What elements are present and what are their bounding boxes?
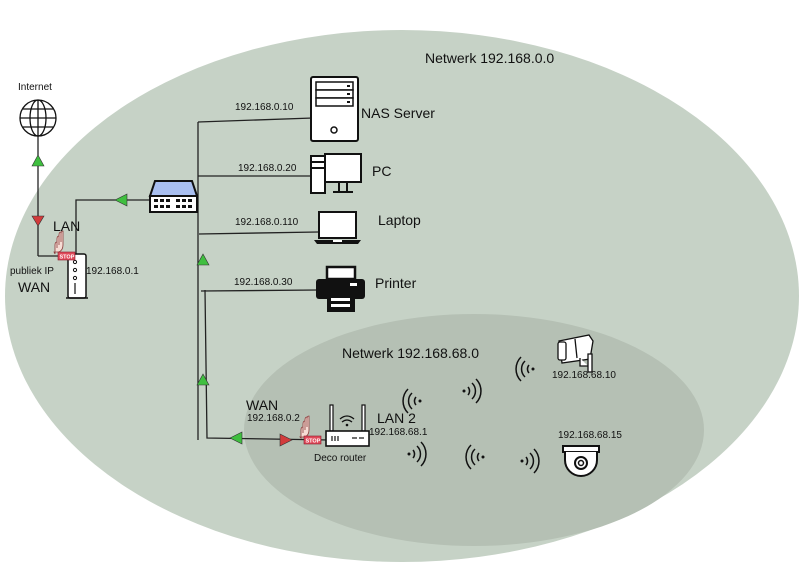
firewall-stop-icon: STOP [53,230,76,261]
modem-wan-label: WAN [18,279,50,295]
deco-router[interactable]: STOP Deco router WAN 192.168.0.2 LAN 2 1… [246,397,428,464]
bullet-camera-icon [557,334,594,373]
device-ip: 192.168.0.10 [235,102,294,113]
deco-lan-ip: 192.168.68.1 [369,427,428,438]
device-name: Printer [375,275,417,291]
device-ip: 192.168.0.30 [234,277,293,288]
network-main-label: Netwerk 192.168.0.0 [425,50,554,66]
wifi-signal-icon [462,378,482,404]
device-laptop[interactable]: Laptop 192.168.0.110 [235,211,421,244]
wifi-signal-icon [520,448,540,474]
firewall-stop-icon: STOP [299,415,322,445]
internet-label: Internet [18,82,52,93]
internet-globe-icon[interactable] [19,99,57,137]
device-ip: 192.168.0.20 [238,163,297,174]
camera-dome[interactable]: 192.168.68.15 [558,430,622,477]
camera-bullet[interactable]: 192.168.68.10 [552,334,616,381]
device-name: PC [372,163,391,179]
device-pc[interactable]: PC 192.168.0.20 [238,153,391,194]
dome-camera-icon [562,445,600,477]
arrow-left-icon [229,431,243,445]
svg-text:STOP: STOP [306,439,321,445]
deco-wan-ip: 192.168.0.2 [247,413,300,424]
arrow-right-icon [279,433,293,447]
wifi-signals [402,356,540,474]
desktop-icon [310,153,362,194]
server-icon [310,76,359,142]
deco-wan-label: WAN [246,397,278,413]
wifi-signal-icon [407,441,427,467]
arrow-left-icon [114,193,128,207]
device-printer[interactable]: Printer 192.168.0.30 [234,265,417,312]
modem-ip: 192.168.0.1 [86,266,139,277]
arrow-up-icon [196,373,210,386]
modem-public-ip-label: publiek IP [10,266,54,277]
wifi-signal-icon [402,388,422,414]
arrow-up-icon [196,253,210,266]
router-icon [325,404,370,447]
arrow-up-icon [31,154,45,167]
svg-text:STOP: STOP [60,255,75,261]
camera-ip: 192.168.68.10 [552,370,616,381]
switch-icon[interactable] [148,180,199,213]
device-name: Laptop [378,212,421,228]
wifi-signal-icon [465,444,485,470]
device-nas[interactable]: NAS Server 192.168.0.10 [235,76,435,142]
device-ip: 192.168.0.110 [235,217,299,228]
camera-ip: 192.168.68.15 [558,430,622,441]
arrow-down-icon [31,215,45,227]
modem-lan-label: LAN [53,218,80,234]
modem-icon[interactable] [66,253,88,299]
deco-name: Deco router [314,453,367,464]
printer-icon [316,265,365,312]
wifi-signal-icon [515,356,535,382]
device-name: NAS Server [361,105,435,121]
deco-lan-label: LAN 2 [377,410,416,426]
arrows [31,154,293,447]
network-sub-label: Netwerk 192.168.68.0 [342,345,479,361]
laptop-icon [314,211,361,244]
